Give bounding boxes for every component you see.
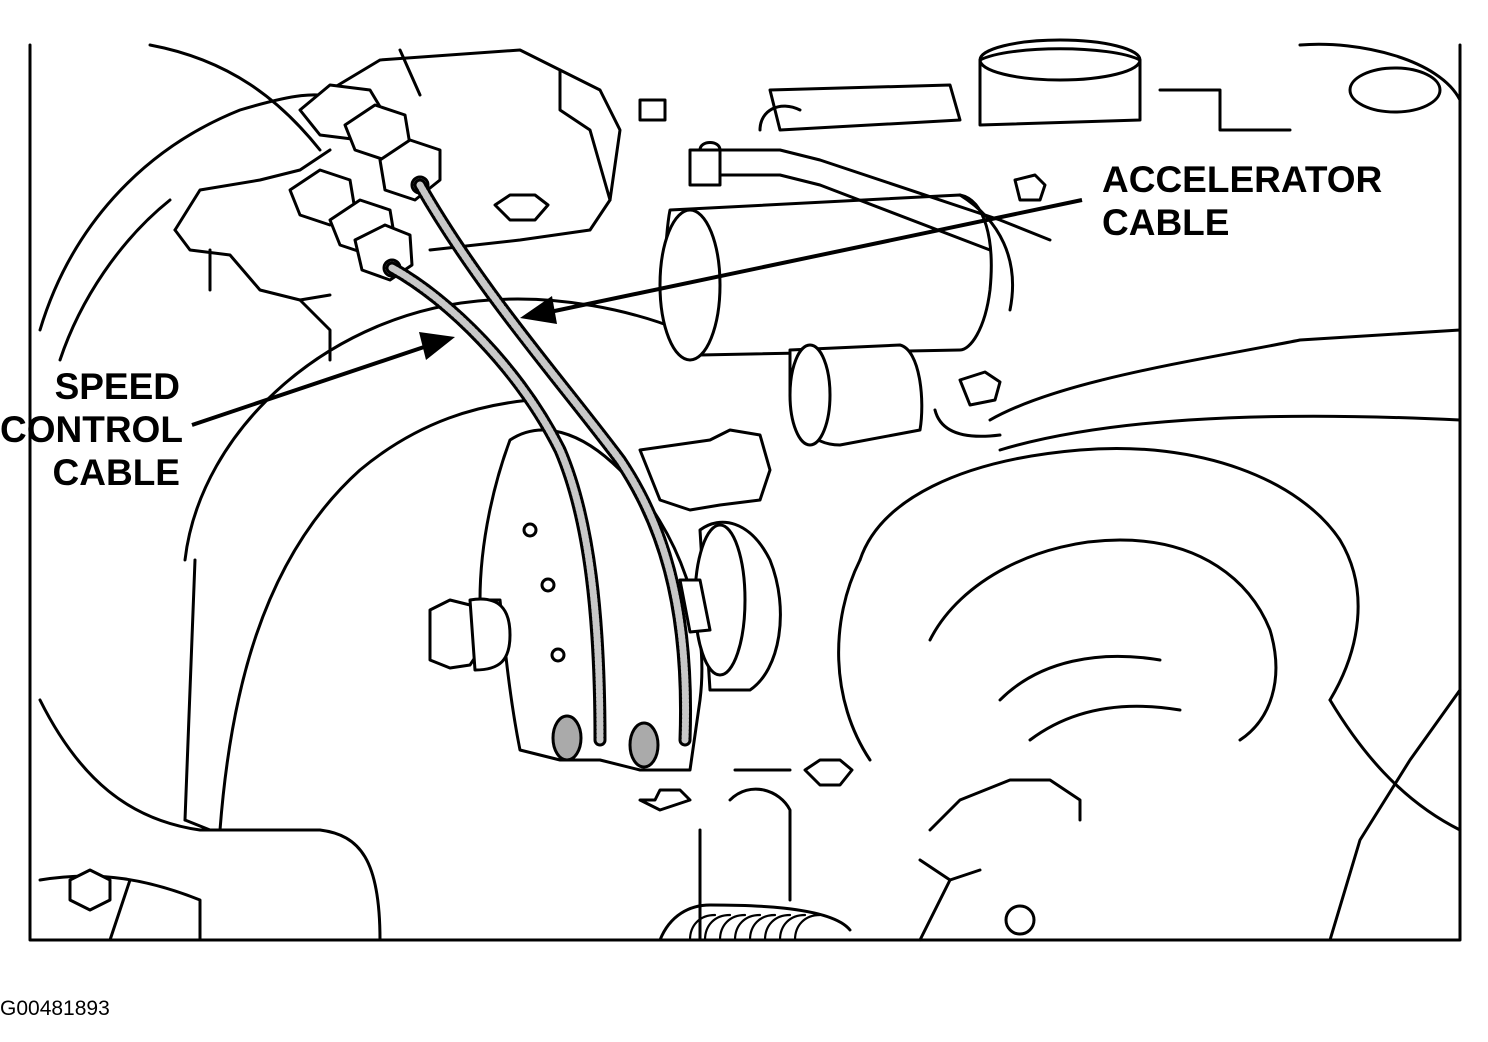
speed-cable-end-ball — [551, 714, 583, 762]
speed-control-cable-label-line-3: CABLE — [52, 452, 180, 493]
accelerator-cable-label-line-2: CABLE — [1102, 202, 1230, 243]
figure-id: G00481893 — [0, 997, 110, 1020]
speed-control-cable-label-line-1: SPEED — [54, 366, 180, 407]
accelerator-cable-end-ball — [628, 721, 660, 769]
speed-control-arrowhead — [419, 332, 455, 360]
throttle-cam-assembly — [428, 428, 782, 812]
speed-control-leader-line — [191, 343, 431, 427]
accelerator-leader-line — [544, 198, 1083, 315]
leader-arrows — [191, 198, 1083, 427]
speed-control-cable-label: SPEED CONTROL CABLE — [0, 365, 183, 494]
accelerator-cable-label: ACCELERATOR CABLE — [1102, 158, 1382, 244]
cable-fittings — [288, 83, 442, 282]
accelerator-arrowhead — [520, 296, 557, 324]
speed-control-cable-label-line-2: CONTROL — [0, 409, 183, 450]
speed-control-cable — [385, 261, 607, 747]
accelerator-cable — [413, 178, 693, 747]
accelerator-cable-label-line-1: ACCELERATOR — [1102, 159, 1383, 200]
